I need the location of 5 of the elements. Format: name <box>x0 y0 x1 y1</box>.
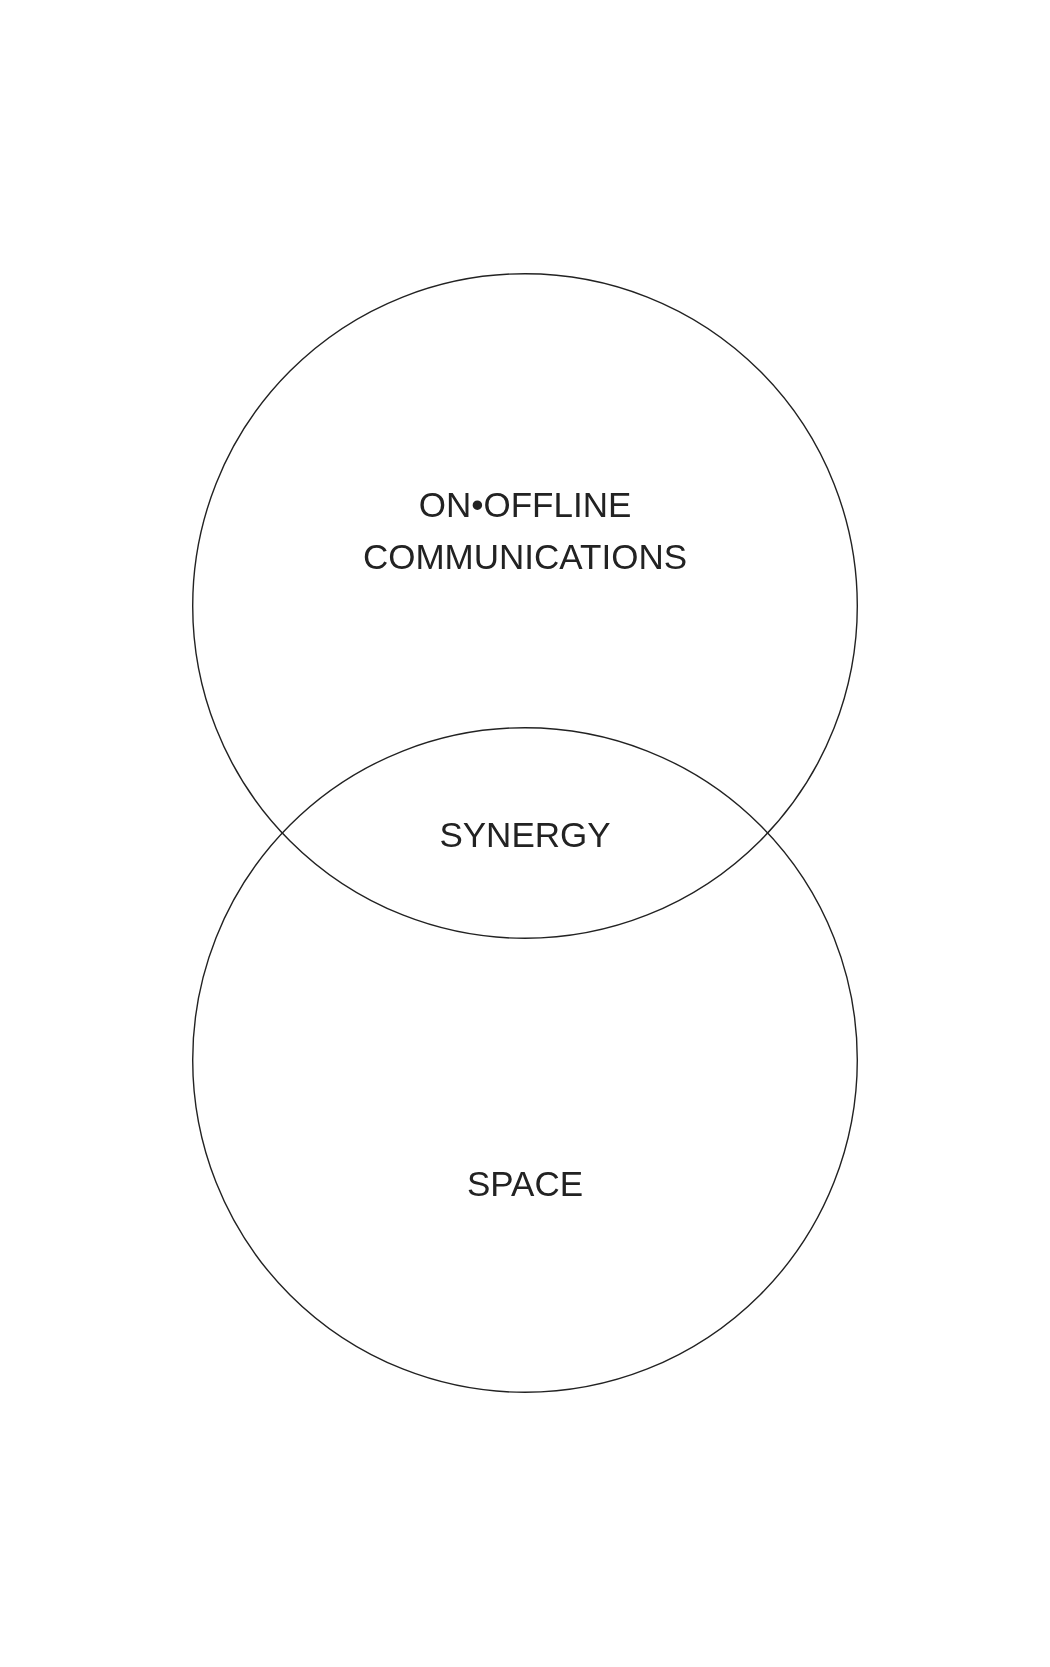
venn-circle <box>192 727 858 1393</box>
overlap-label: SYNERGY <box>438 814 612 856</box>
circle-label: SPACE <box>465 1163 585 1205</box>
venn-circle <box>192 273 858 939</box>
circle-label: ON•OFFLINE COMMUNICATIONS <box>361 484 689 578</box>
